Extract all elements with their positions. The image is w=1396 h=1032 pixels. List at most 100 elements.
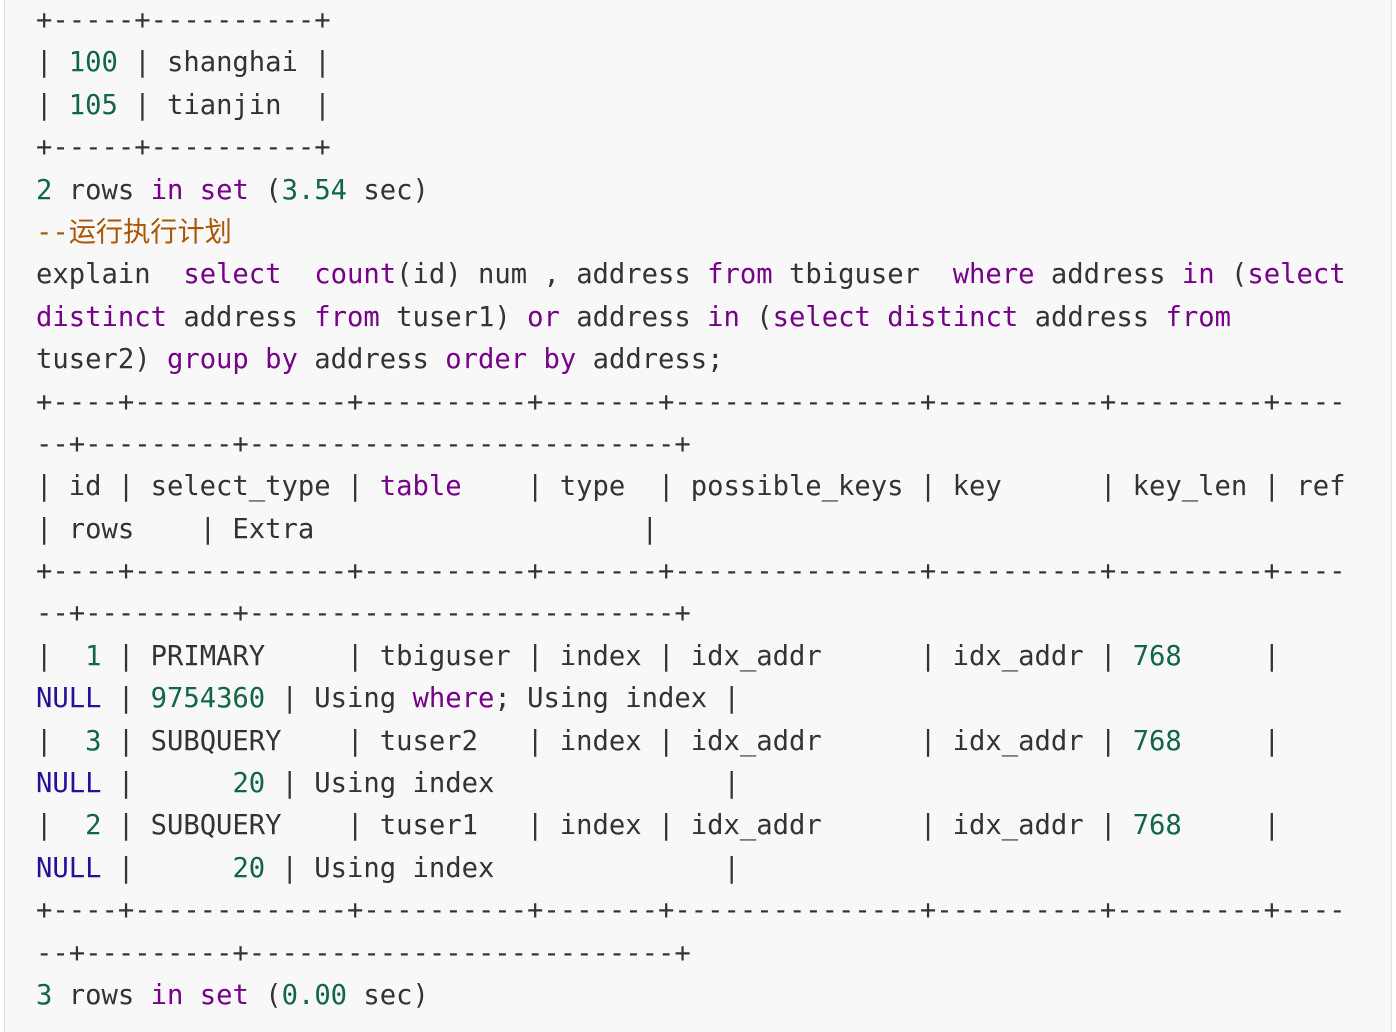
- text-token: address: [1018, 301, 1166, 333]
- text-token: | rows | Extra |: [36, 513, 658, 545]
- text-token: +----+-------------+----------+-------+-…: [36, 556, 1346, 588]
- text-token: [871, 302, 887, 333]
- code-line: NULL | 9754360 | Using where; Using inde…: [36, 678, 1346, 720]
- text-token: |: [36, 89, 69, 121]
- code-line: | 105 | tianjin |: [36, 85, 1346, 127]
- text-token: --+---------+--------------------------+: [36, 598, 691, 630]
- text-token: (: [248, 174, 282, 206]
- keyword-token: from: [314, 301, 380, 333]
- code-line: tuser2) group by address order by addres…: [36, 339, 1346, 381]
- text-token: | PRIMARY | tbiguser | index | idx_addr …: [101, 640, 1133, 672]
- text-token: --+---------+--------------------------+: [36, 937, 691, 969]
- keyword-token: table: [379, 471, 462, 503]
- keyword-token: select: [772, 301, 871, 333]
- keyword-token: in: [150, 979, 184, 1011]
- text-token: |: [36, 640, 86, 672]
- number-token: 105: [68, 89, 118, 121]
- text-token: | Using: [265, 683, 413, 715]
- code-line: NULL | 20 | Using index |: [36, 763, 1346, 805]
- text-token: rows: [52, 979, 151, 1011]
- text-token: (: [248, 979, 282, 1011]
- text-token: |: [36, 725, 86, 757]
- text-token: tuser1): [379, 301, 528, 333]
- number-token: 1: [85, 640, 102, 672]
- text-token: tbiguser: [772, 259, 953, 291]
- text-token: explain: [36, 259, 184, 291]
- text-token: |: [101, 768, 233, 800]
- keyword-token: set: [199, 979, 249, 1011]
- text-token: [249, 344, 265, 375]
- text-token: sec): [347, 174, 429, 206]
- code-line: | rows | Extra |: [36, 509, 1346, 551]
- code-line: +----+-------------+----------+-------+-…: [36, 890, 1346, 932]
- text-token: |: [101, 683, 151, 715]
- keyword-token: distinct: [36, 301, 167, 333]
- text-token: [183, 175, 199, 206]
- code-line: +----+-------------+----------+-------+-…: [36, 551, 1346, 593]
- number-token: 3: [36, 979, 53, 1011]
- text-token: address: [166, 301, 315, 333]
- text-token: |: [1181, 810, 1281, 842]
- number-token: 0.00: [281, 979, 348, 1011]
- number-token: 20: [232, 768, 266, 800]
- text-token: | Using index |: [265, 852, 740, 884]
- code-line: | 3 | SUBQUERY | tuser2 | index | idx_ad…: [36, 721, 1346, 763]
- text-token: | Using index |: [265, 768, 740, 800]
- code-line: 3 rows in set (0.00 sec): [36, 975, 1346, 1017]
- code-line: +----+-------------+----------+-------+-…: [36, 382, 1346, 424]
- text-token: address: [559, 301, 708, 333]
- keyword-token: count: [314, 259, 397, 291]
- code-line: +-----+----------+: [36, 0, 1346, 42]
- code-line: --+---------+--------------------------+: [36, 933, 1346, 975]
- text-token: +-----+----------+: [36, 5, 331, 36]
- keyword-token: by: [543, 344, 577, 376]
- text-token: | SUBQUERY | tuser1 | index | idx_addr |…: [101, 810, 1133, 842]
- text-token: |: [1181, 725, 1281, 757]
- null-token: NULL: [36, 683, 102, 715]
- code-line: --运行执行计划: [36, 212, 1346, 254]
- text-token: --+---------+--------------------------+: [36, 428, 691, 460]
- keyword-token: where: [412, 683, 495, 715]
- number-token: 768: [1132, 640, 1182, 672]
- text-token: |: [1181, 640, 1281, 672]
- code-line: +-----+----------+: [36, 127, 1346, 169]
- code-block: +-----+----------+| 100 | shanghai || 10…: [4, 0, 1392, 1032]
- text-token: +-----+----------+: [36, 132, 331, 164]
- keyword-token: or: [527, 301, 560, 333]
- code-line: | id | select_type | table | type | poss…: [36, 466, 1346, 508]
- number-token: 20: [232, 852, 266, 884]
- number-token: 2: [36, 174, 53, 206]
- text-token: ; Using index |: [494, 683, 740, 715]
- text-token: address: [1034, 259, 1182, 291]
- text-token: address;: [576, 344, 724, 376]
- text-token: address: [297, 344, 446, 376]
- keyword-token: select: [183, 259, 282, 291]
- text-token: | shanghai |: [117, 47, 331, 79]
- keyword-token: in: [1181, 259, 1215, 291]
- text-token: |: [36, 810, 86, 842]
- keyword-token: in: [707, 301, 740, 333]
- text-token: tuser2): [36, 344, 167, 376]
- text-token: [527, 344, 543, 375]
- text-token: | SUBQUERY | tuser2 | index | idx_addr |…: [101, 725, 1133, 757]
- text-token: sec): [347, 979, 429, 1011]
- text-token: | tianjin |: [117, 89, 331, 121]
- code-line: NULL | 20 | Using index |: [36, 848, 1346, 890]
- text-token: | id | select_type |: [36, 471, 380, 503]
- null-token: NULL: [36, 768, 102, 800]
- code-line: --+---------+--------------------------+: [36, 593, 1346, 635]
- number-token: 3.54: [281, 174, 348, 206]
- code-line: --+---------+--------------------------+: [36, 424, 1346, 466]
- text-token: +----+-------------+----------+-------+-…: [36, 386, 1346, 418]
- number-token: 768: [1132, 725, 1182, 757]
- comment-token: --运行执行计划: [36, 216, 232, 248]
- code-line: | 2 | SUBQUERY | tuser1 | index | idx_ad…: [36, 805, 1346, 847]
- code-line: 2 rows in set (3.54 sec): [36, 170, 1346, 212]
- number-token: 768: [1132, 810, 1182, 842]
- code-content[interactable]: +-----+----------+| 100 | shanghai || 10…: [36, 0, 1346, 1017]
- text-token: +----+-------------+----------+-------+-…: [36, 895, 1346, 927]
- text-token: | type | possible_keys | key | key_len |…: [461, 471, 1346, 503]
- keyword-token: from: [707, 259, 773, 291]
- keyword-token: order: [445, 344, 528, 376]
- text-token: rows: [52, 174, 151, 206]
